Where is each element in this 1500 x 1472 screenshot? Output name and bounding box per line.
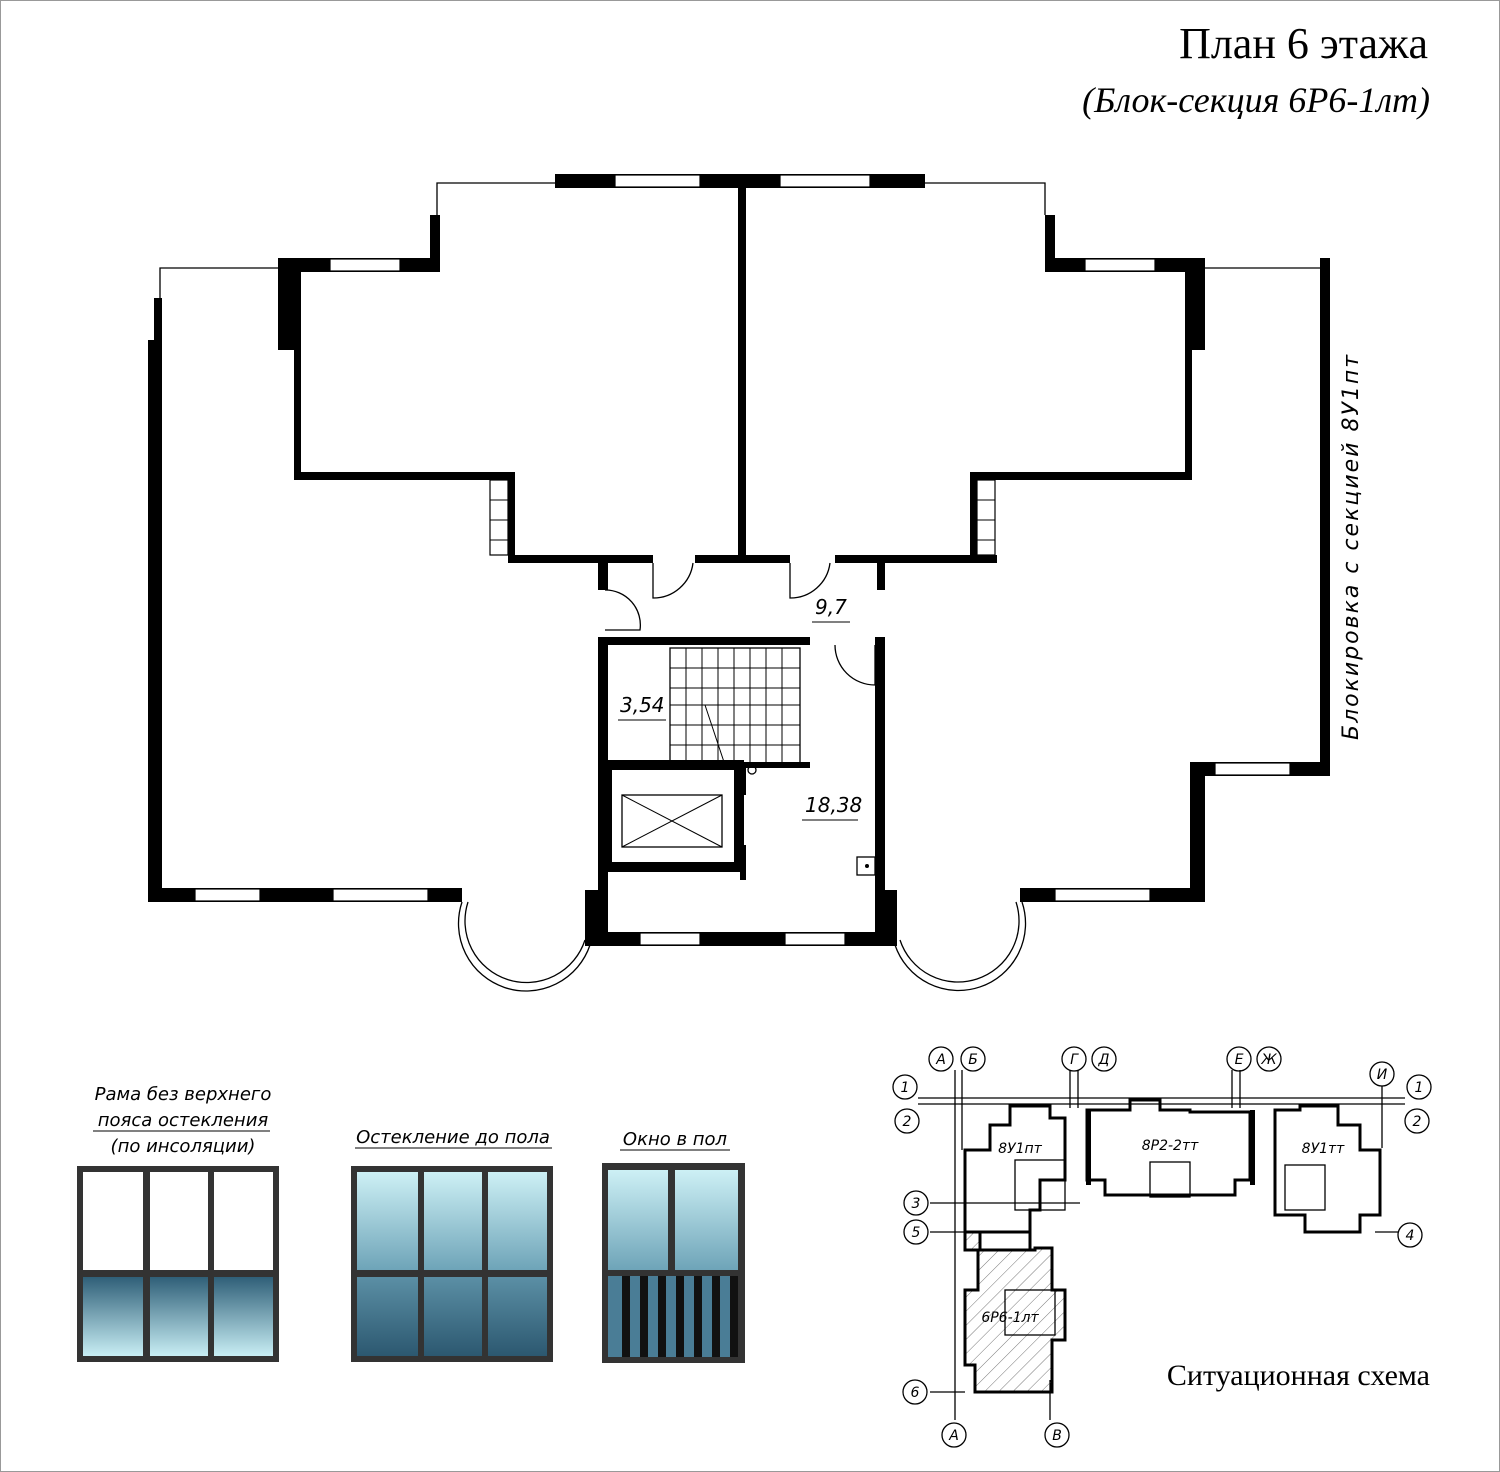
blocking-note: Блокировка с секцией 8У1пт (1339, 353, 1364, 740)
svg-text:4: 4 (1406, 1228, 1415, 1244)
svg-text:8Р2-2тт: 8Р2-2тт (1142, 1138, 1199, 1154)
svg-text:6Р6-1лт: 6Р6-1лт (981, 1310, 1039, 1326)
svg-text:6: 6 (911, 1385, 920, 1401)
svg-text:Остекление до пола: Остекление до пола (356, 1127, 550, 1148)
elevator-shaft (602, 760, 746, 880)
svg-text:8У1пт: 8У1пт (998, 1141, 1042, 1157)
svg-text:2: 2 (1413, 1114, 1422, 1130)
svg-text:Е: Е (1235, 1052, 1244, 1068)
svg-text:Г: Г (1070, 1052, 1079, 1068)
stair-area-label: 3,54 (620, 693, 665, 717)
svg-text:Б: Б (968, 1052, 978, 1068)
svg-text:1: 1 (1415, 1080, 1424, 1096)
legend-frame-no-top: Рама без верхнего пояса остекления (по и… (77, 1084, 279, 1362)
svg-text:3: 3 (912, 1196, 921, 1212)
svg-text:А: А (935, 1052, 946, 1068)
svg-text:И: И (1377, 1067, 1388, 1083)
svg-text:Д: Д (1098, 1052, 1110, 1068)
svg-text:В: В (1052, 1428, 1062, 1444)
svg-text:2: 2 (903, 1114, 912, 1130)
svg-text:Рама без верхнего: Рама без верхнего (95, 1084, 272, 1105)
main-floor-plan: 9,7 3,54 18,38 Блокировка с секцией 8У1п… (148, 174, 1364, 992)
svg-text:Ж: Ж (1260, 1052, 1277, 1068)
staircase (669, 647, 810, 768)
svg-text:5: 5 (912, 1225, 921, 1241)
page-title: План 6 этажа (1179, 19, 1428, 68)
svg-text:Окно в пол: Окно в пол (623, 1129, 727, 1150)
legend-floor-window: Окно в пол (602, 1129, 745, 1363)
svg-text:пояса остекления: пояса остекления (98, 1110, 269, 1131)
page-subtitle: (Блок-секция 6Р6-1лт) (1082, 80, 1430, 120)
situation-title: Ситуационная схема (1167, 1359, 1430, 1392)
svg-text:(по инсоляции): (по инсоляции) (111, 1136, 256, 1157)
legend-full-glazing: Остекление до пола (351, 1127, 553, 1362)
svg-text:1: 1 (901, 1080, 910, 1096)
svg-text:А: А (948, 1428, 959, 1444)
lobby-area-label: 18,38 (805, 793, 862, 817)
svg-text:8У1тт: 8У1тт (1302, 1141, 1346, 1157)
situation-scheme: 8У1пт 8Р2-2тт 8У1тт 6Р6-1лт А Б Г Д Е Ж … (892, 1046, 1432, 1448)
hall-area-label: 9,7 (815, 595, 847, 619)
